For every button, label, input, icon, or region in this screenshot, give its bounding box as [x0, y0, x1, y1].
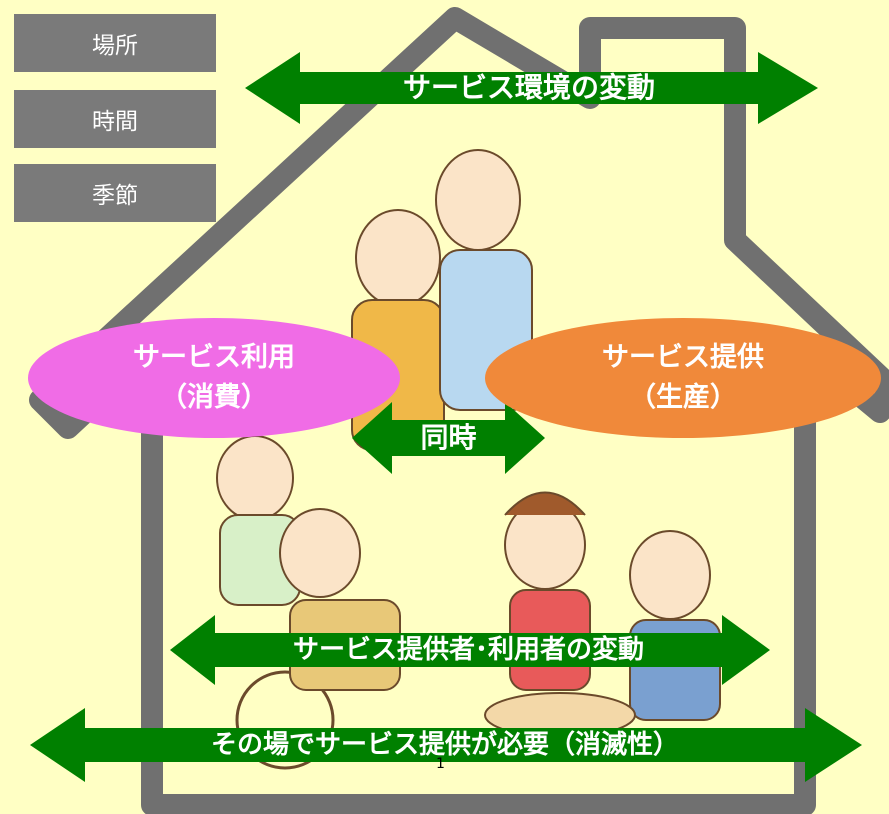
provide-line1: サービス提供	[602, 342, 764, 373]
provide-text: サービス提供 （生産）	[495, 338, 871, 418]
top-arrow-label: サービス環境の変動	[402, 71, 655, 104]
lower-arrow-label: サービス提供者･利用者の変動	[292, 635, 644, 665]
page-number: 1	[436, 756, 445, 772]
top-double-arrow	[245, 52, 818, 124]
elderly-man-table-illustration	[629, 530, 721, 721]
consume-line1: サービス利用	[133, 342, 295, 373]
consume-text: サービス利用 （消費）	[40, 338, 388, 418]
tag-season: 季節	[14, 164, 216, 222]
consume-ellipse	[28, 318, 400, 438]
lower-double-arrow	[170, 615, 770, 685]
bottom-arrow-label: その場でサービス提供が必要（消滅性）	[210, 730, 679, 760]
tag-place: 場所	[14, 14, 216, 72]
tag-time: 時間	[14, 90, 216, 148]
middle-arrow-label: 同時	[420, 421, 477, 454]
provide-line2: （生産）	[629, 382, 737, 413]
caregiver-wheelchair-illustration	[216, 435, 301, 606]
consume-line2: （消費）	[160, 382, 268, 413]
middle-double-arrow	[352, 402, 545, 474]
bottom-double-arrow	[30, 708, 862, 782]
provide-ellipse	[485, 318, 881, 438]
